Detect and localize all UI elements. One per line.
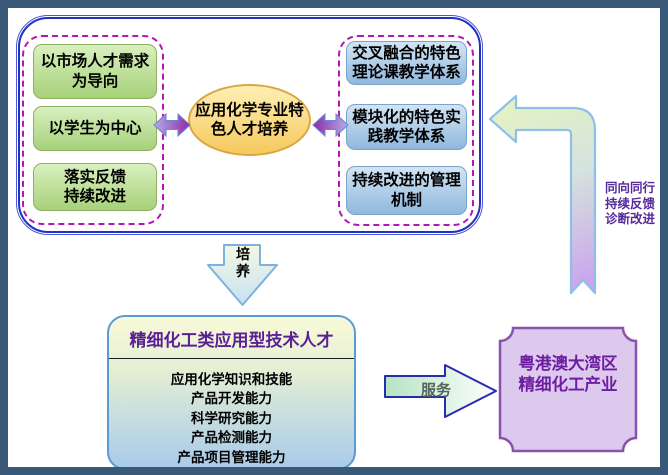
principle-feedback-improve: 落实反馈 持续改进 [33, 163, 157, 211]
cultivate-arrow-label: 培 养 [236, 247, 250, 280]
industry-plaque-label: 粤港澳大湾区 精细化工产业 [518, 354, 618, 394]
system-theory-courses: 交叉融合的特色 理论课教学体系 [346, 41, 467, 85]
system-practice-teaching: 模块化的特色实 践教学体系 [346, 104, 467, 150]
talent-box-title: 精细化工类应用型技术人才 [109, 317, 354, 359]
principle-student-centered: 以学生为中心 [33, 106, 157, 151]
system-management: 持续改进的管理 机制 [346, 166, 467, 215]
feedback-bent-arrow-icon [488, 94, 597, 295]
serve-arrow-label: 服务 [420, 381, 451, 399]
talent-outcome-box: 精细化工类应用型技术人才 应用化学知识和技能 产品开发能力 科学研究能力 产品检… [107, 315, 356, 467]
core-goal-ellipse: 应用化学专业特 色人才培养 [188, 84, 311, 156]
talent-abilities-list: 应用化学知识和技能 产品开发能力 科学研究能力 产品检测能力 产品项目管理能力 [170, 372, 293, 466]
feedback-annotation: 同向同行 持续反馈 诊断改进 [604, 180, 655, 226]
principle-market-demand: 以市场人才需求 为导向 [33, 44, 157, 99]
